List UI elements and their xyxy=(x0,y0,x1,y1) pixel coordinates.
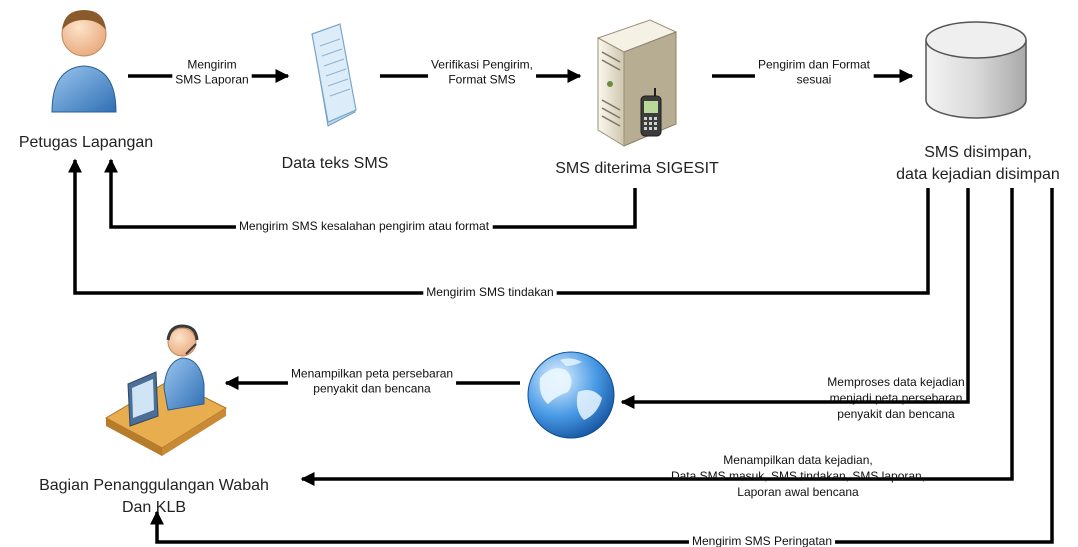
edge-label-sesuai-bg xyxy=(754,55,874,89)
edge-label-kirim-line: SMS Laporan xyxy=(175,73,248,87)
edge-label-kesalahan: Mengirim SMS kesalahan pengirim atau for… xyxy=(239,219,490,233)
edge-label-tampil-line: Laporan awal bencana xyxy=(737,485,859,499)
edge-label-tindakan-line: Mengirim SMS tindakan xyxy=(426,285,553,299)
edge-label-tampil-line: Menampilkan data kejadian, xyxy=(723,453,872,467)
edge-label-memproses-line: penyakit dan bencana xyxy=(837,407,955,421)
node-label-petugas-line: Petugas Lapangan xyxy=(19,134,153,151)
node-label-db: SMS disimpan, data kejadian disimpan xyxy=(896,144,1060,183)
document-icon xyxy=(311,23,357,127)
globe-icon xyxy=(527,351,615,439)
edge-label-peringatan: Mengirim SMS Peringatan xyxy=(692,534,832,547)
edge-label-tampil: Menampilkan data kejadian, Data SMS masuk… xyxy=(671,453,925,499)
edge-label-memproses-line: menjadi peta persebaran xyxy=(830,391,963,405)
arrow-memproses xyxy=(620,188,970,409)
person-icon xyxy=(51,10,117,113)
node-label-db-line: SMS disimpan, xyxy=(924,144,1032,161)
edge-label-sesuai-line: sesuai xyxy=(797,73,832,87)
node-label-teks: Data teks SMS xyxy=(282,155,389,172)
edge-label-peringatan-line: Mengirim SMS Peringatan xyxy=(692,534,832,547)
node-label-server: SMS diterima SIGESIT xyxy=(555,160,719,177)
edge-label-tampil-line: Data SMS masuk, SMS tindakan, SMS lapora… xyxy=(671,469,925,483)
server-phone-icon xyxy=(596,19,678,147)
edge-label-peringatan-bg xyxy=(688,532,836,547)
edge-label-tindakan: Mengirim SMS tindakan xyxy=(426,285,553,299)
database-icon xyxy=(925,21,1027,119)
edge-label-peta-line: penyakit dan bencana xyxy=(313,382,431,396)
edge-label-kesalahan-bg xyxy=(235,217,493,236)
node-label-teks-line: Data teks SMS xyxy=(282,155,389,172)
edge-label-memproses-line: Memproses data kejadian xyxy=(827,375,964,389)
edge-label-verifikasi-line: Verifikasi Pengirim, xyxy=(431,58,533,72)
edge-label-tindakan-bg xyxy=(423,283,557,302)
node-label-bagian-line: Dan KLB xyxy=(122,499,186,516)
edge-label-kirim-bg xyxy=(172,55,252,89)
edge-label-verifikasi-bg xyxy=(427,55,537,89)
edge-label-verifikasi-line: Format SMS xyxy=(448,73,515,87)
arrow-peringatan xyxy=(150,188,1054,544)
edge-label-kesalahan-line: Mengirim SMS kesalahan pengirim atau for… xyxy=(239,219,490,233)
node-label-server-line: SMS diterima SIGESIT xyxy=(555,160,719,177)
edge-label-peta-bg xyxy=(287,364,457,398)
edge-label-peta-line: Menampilkan peta persebaran xyxy=(291,367,453,381)
operator-desk-icon xyxy=(104,324,228,456)
edge-label-kirim-line: Mengirim xyxy=(187,58,236,72)
edge-label-verifikasi: Verifikasi Pengirim,Format SMS xyxy=(431,58,533,87)
node-label-petugas: Petugas Lapangan xyxy=(19,134,153,151)
edge-label-sesuai-line: Pengirim dan Format xyxy=(758,58,871,72)
edge-label-memproses: Memproses data kejadian menjadi peta pers… xyxy=(827,375,964,421)
node-label-db-line: data kejadian disimpan xyxy=(896,166,1060,183)
arrow-tampil xyxy=(300,188,1014,486)
node-label-bagian-line: Bagian Penanggulangan Wabah xyxy=(39,477,269,494)
